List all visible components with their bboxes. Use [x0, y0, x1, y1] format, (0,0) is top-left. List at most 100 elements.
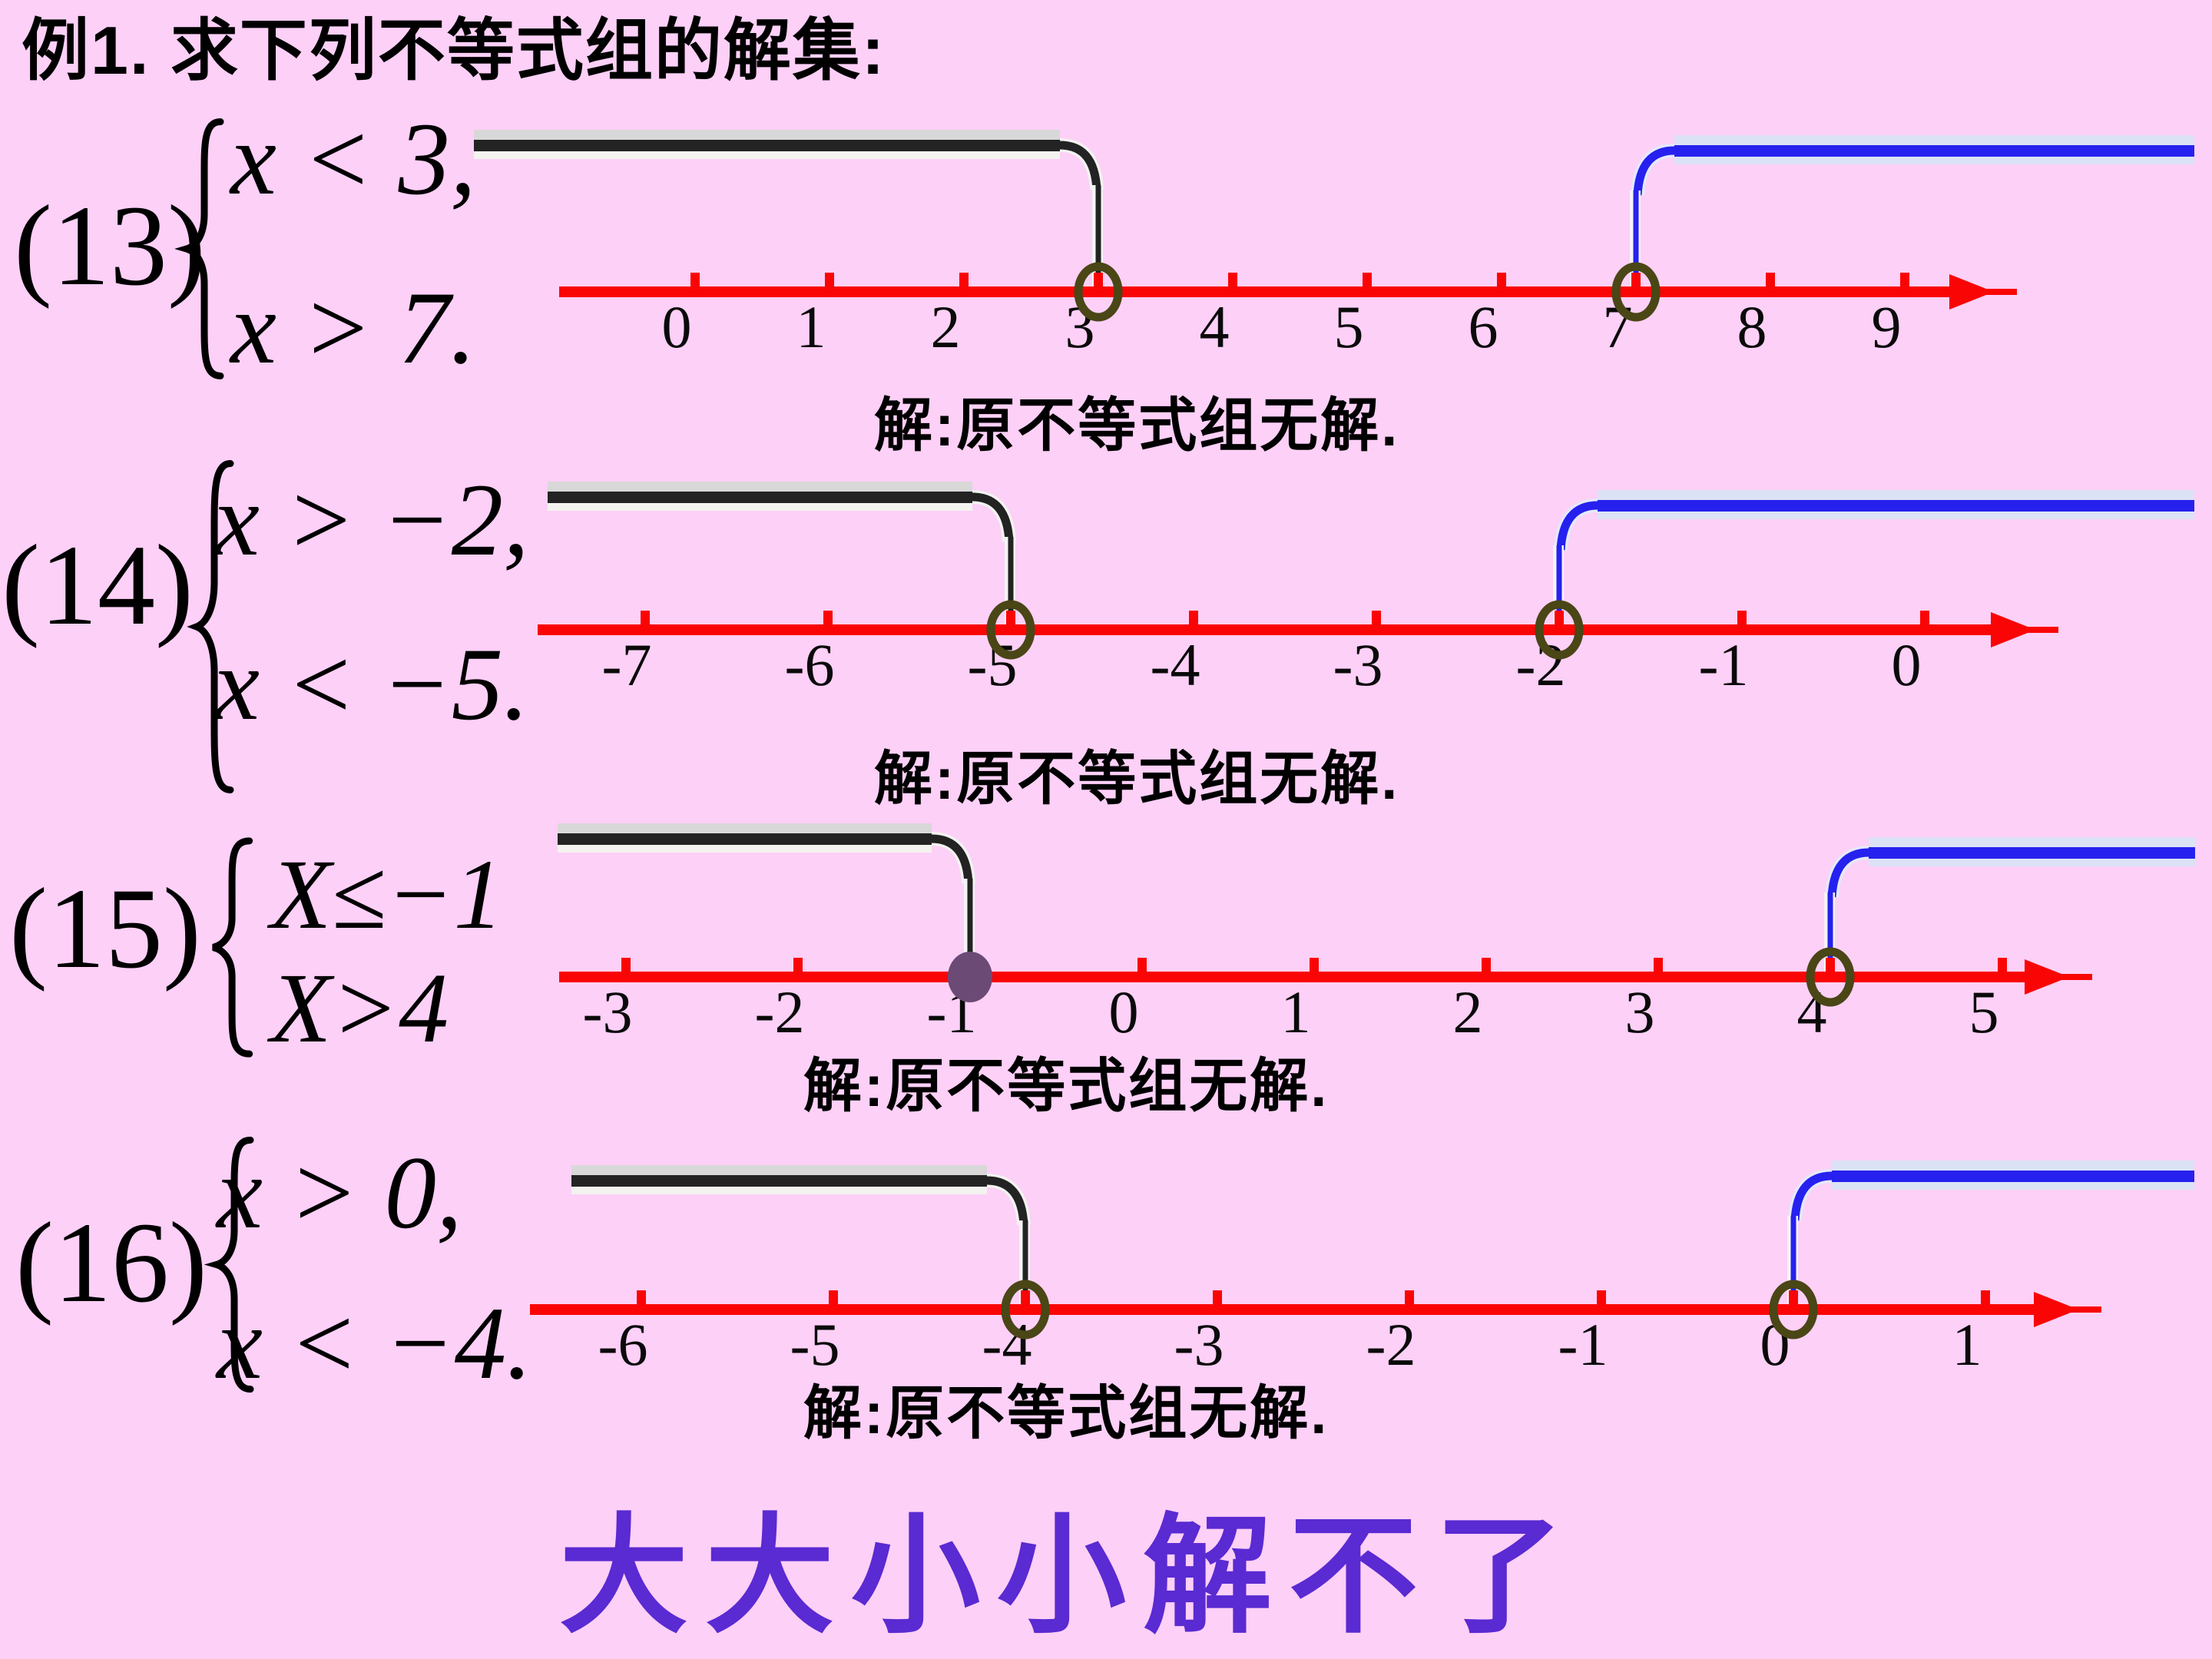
- tick-label-16--6: -6: [598, 1311, 648, 1378]
- tick-label-13-0: 0: [662, 293, 692, 360]
- right-ray-halo-top-14: [1598, 490, 2194, 500]
- tick-label-13-2: 2: [931, 293, 961, 360]
- right-ray-corner-13: [1633, 146, 1675, 196]
- axis-arrow-spike-16: [2065, 1306, 2101, 1313]
- page-title: 例1. 求下列不等式组的解集:: [22, 12, 886, 88]
- brace-15-path: [213, 841, 249, 1054]
- tick-label-15-0: 0: [1109, 979, 1139, 1045]
- tick-13-8: [1766, 273, 1775, 286]
- left-ray-corner-16: [986, 1176, 1028, 1226]
- axis-15: [559, 972, 2025, 982]
- tick-16-1: [1981, 1290, 1990, 1304]
- tick-label-15--3: -3: [583, 979, 633, 1045]
- tick-14--7: [641, 611, 650, 624]
- tick-label-15-3: 3: [1625, 979, 1655, 1045]
- problem-14-inequality-2: x < −5.: [214, 628, 529, 742]
- brace-16-path: [217, 1140, 250, 1389]
- brace-15: [198, 834, 264, 1061]
- open-circle-14-right: [1535, 600, 1584, 660]
- tick-label-16--3: -3: [1174, 1311, 1224, 1378]
- problem-13-inequality-2: x > 7.: [230, 271, 476, 386]
- tick-label-14-0: 0: [1892, 631, 1922, 698]
- right-ray-halo-bottom-16: [1832, 1182, 2194, 1190]
- axis-arrow-spike-13: [1980, 289, 2017, 295]
- tick-15-4: [1826, 958, 1835, 972]
- left-ray-drop-15: [967, 879, 973, 980]
- tick-14--5: [1006, 611, 1015, 624]
- tick-13-6: [1497, 273, 1506, 286]
- right-ray-halo-top-13: [1674, 135, 2194, 145]
- open-circle-16-left: [1001, 1280, 1050, 1339]
- open-circle-16-right: [1769, 1280, 1818, 1339]
- open-circle-15-right: [1806, 947, 1855, 1007]
- right-ray-halo-top-15: [1869, 837, 2195, 847]
- left-ray-halo-top-15: [558, 823, 932, 833]
- left-ray-drop-13: [1095, 185, 1101, 295]
- brace-16: [203, 1132, 264, 1397]
- left-ray-drop-14: [1008, 537, 1014, 633]
- problem-13-inequality-1: x < 3,: [230, 102, 476, 217]
- tick-14--3: [1372, 611, 1381, 624]
- left-ray-14: [548, 492, 972, 503]
- tick-14--4: [1189, 611, 1198, 624]
- tick-label-14--7: -7: [602, 631, 652, 698]
- tick-16--1: [1597, 1290, 1606, 1304]
- problem-16-inequality-1: x > 0,: [217, 1136, 462, 1250]
- right-ray-drop-15: [1827, 892, 1833, 980]
- closed-dot-15-left: [948, 952, 992, 1002]
- right-ray-halo-bottom-14: [1598, 512, 2194, 519]
- tick-16--4: [1021, 1290, 1030, 1304]
- right-ray-corner-14: [1556, 501, 1598, 551]
- tick-label-15-2: 2: [1453, 979, 1483, 1045]
- tick-label-16--2: -2: [1366, 1311, 1416, 1378]
- tick-label-16--5: -5: [790, 1311, 840, 1378]
- left-ray-16: [571, 1175, 987, 1187]
- tick-13-9: [1900, 273, 1909, 286]
- tick-label-13-9: 9: [1872, 293, 1902, 360]
- axis-13: [559, 286, 1949, 297]
- brace-13: [173, 114, 234, 384]
- tick-16-0: [1789, 1290, 1798, 1304]
- slogan-text: 大大小小解不了: [559, 1504, 1581, 1648]
- right-ray-corner-16: [1790, 1171, 1833, 1221]
- tick-label-16-1: 1: [1952, 1311, 1982, 1378]
- tick-16--2: [1405, 1290, 1414, 1304]
- right-ray-halo-bottom-15: [1869, 859, 2195, 866]
- axis-arrow-spike-14: [2022, 627, 2058, 633]
- problem-15-inequality-1: X≤−1: [270, 839, 504, 950]
- tick-15-0: [1137, 958, 1147, 972]
- tick-15-5: [1998, 958, 2007, 972]
- left-ray-halo-top-16: [571, 1165, 987, 1175]
- tick-14--1: [1737, 611, 1747, 624]
- tick-label-13-8: 8: [1737, 293, 1767, 360]
- tick-14--6: [823, 611, 833, 624]
- left-ray-corner-15: [931, 834, 973, 884]
- tick-15-2: [1482, 958, 1491, 972]
- left-ray-halo-top-14: [548, 482, 972, 492]
- tick-16--3: [1213, 1290, 1222, 1304]
- brace-14: [183, 453, 244, 800]
- left-ray-corner-14: [972, 492, 1014, 542]
- tick-label-16--1: -1: [1558, 1311, 1608, 1378]
- problem-13-solution: 解:原不等式组无解.: [874, 393, 1400, 459]
- open-circle-13-left: [1074, 262, 1123, 322]
- tick-label-14--3: -3: [1333, 631, 1383, 698]
- right-ray-corner-15: [1827, 848, 1869, 898]
- tick-13-4: [1228, 273, 1237, 286]
- problem-15-label: (15): [9, 865, 201, 992]
- problem-16-label: (16): [15, 1199, 207, 1326]
- right-ray-drop-16: [1790, 1216, 1796, 1313]
- left-ray-corner-13: [1059, 141, 1101, 190]
- tick-label-13-4: 4: [1200, 293, 1230, 360]
- tick-label-14--4: -4: [1151, 631, 1200, 698]
- left-ray-halo-bottom-14: [548, 503, 972, 511]
- right-ray-halo-bottom-13: [1674, 157, 2194, 164]
- axis-arrow-spike-15: [2055, 974, 2092, 980]
- left-ray-drop-16: [1022, 1220, 1028, 1313]
- right-ray-halo-top-16: [1832, 1161, 2194, 1171]
- tick-13-1: [825, 273, 834, 286]
- tick-13-7: [1631, 273, 1641, 286]
- axis-arrow-15: [2025, 959, 2069, 995]
- open-circle-13-right: [1611, 262, 1661, 322]
